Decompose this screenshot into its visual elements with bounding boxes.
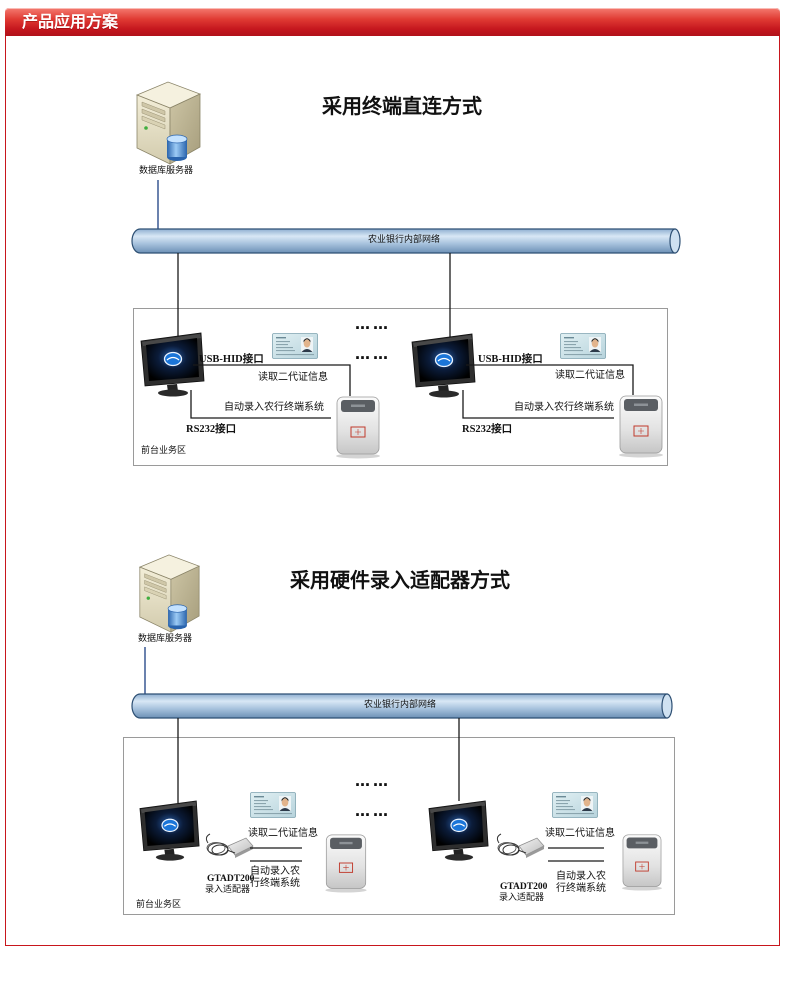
rs232-label: RS232接口 (462, 424, 513, 435)
section-2-graphics (131, 554, 673, 893)
auto-entry-label: 自动录入农行终端系统 (224, 402, 324, 413)
ellipsis: …… (355, 802, 391, 820)
card-reader-icon (621, 834, 663, 891)
id-card-icon (250, 792, 296, 818)
network-pipe (131, 228, 681, 254)
ellipsis: …… (355, 315, 391, 333)
section-1-graphics (131, 81, 681, 459)
zone-label: 前台业务区 (141, 446, 187, 456)
section-title: 采用硬件录入适配器方式 (290, 568, 510, 592)
zone-label: 前台业务区 (136, 900, 182, 910)
read-id-label: 读取二代证信息 (248, 828, 318, 839)
read-id-label: 读取二代证信息 (555, 370, 625, 381)
server-label: 数据库服务器 (139, 166, 194, 176)
header-bar: 产品应用方案 (5, 8, 780, 36)
usb-hid-label: USB-HID接口 (199, 354, 264, 365)
ellipsis: …… (355, 772, 391, 790)
card-reader-icon (324, 834, 368, 893)
entry-adapter-icon (205, 833, 254, 859)
card-reader-icon (618, 395, 664, 458)
auto-entry-label-line1: 自动录入农 (250, 866, 300, 877)
auto-entry-label-line1: 自动录入农 (556, 871, 606, 882)
rs232-wire (462, 390, 614, 419)
database-server-icon (139, 554, 200, 633)
page-title: 产品应用方案 (22, 12, 119, 31)
usb-hid-label: USB-HID接口 (478, 354, 543, 365)
network-pipe (131, 693, 673, 719)
ellipsis: …… (355, 345, 391, 363)
monitor-icon (411, 333, 476, 399)
card-reader-icon (335, 396, 381, 459)
id-card-icon (272, 333, 318, 359)
id-card-icon (560, 333, 606, 359)
auto-entry-label-line2: 行终端系统 (250, 878, 300, 889)
rs232-wire (190, 390, 331, 419)
auto-entry-label: 自动录入农行终端系统 (514, 402, 614, 413)
server-label: 数据库服务器 (138, 634, 193, 644)
monitor-icon (428, 800, 489, 862)
usb-hid-wire (193, 364, 351, 396)
adapter-model-label: GTADT200 (500, 882, 548, 892)
front-desk-zone-2 (123, 737, 675, 915)
adapter-label: 录入适配器 (499, 893, 545, 903)
usb-hid-wire (466, 364, 634, 395)
database-server-icon (136, 81, 201, 165)
read-id-label: 读取二代证信息 (545, 828, 615, 839)
adapter-model-label: GTADT200 (207, 874, 255, 884)
network-label: 农业银行内部网络 (363, 700, 436, 710)
id-card-icon (552, 792, 598, 818)
monitor-icon (139, 800, 200, 862)
auto-entry-label-line2: 行终端系统 (556, 883, 606, 894)
rs232-label: RS232接口 (186, 424, 237, 435)
network-label: 农业银行内部网络 (367, 235, 440, 245)
section-title: 采用终端直连方式 (322, 94, 482, 118)
entry-adapter-icon (496, 833, 545, 859)
read-id-label: 读取二代证信息 (258, 372, 328, 383)
adapter-label: 录入适配器 (205, 885, 251, 895)
